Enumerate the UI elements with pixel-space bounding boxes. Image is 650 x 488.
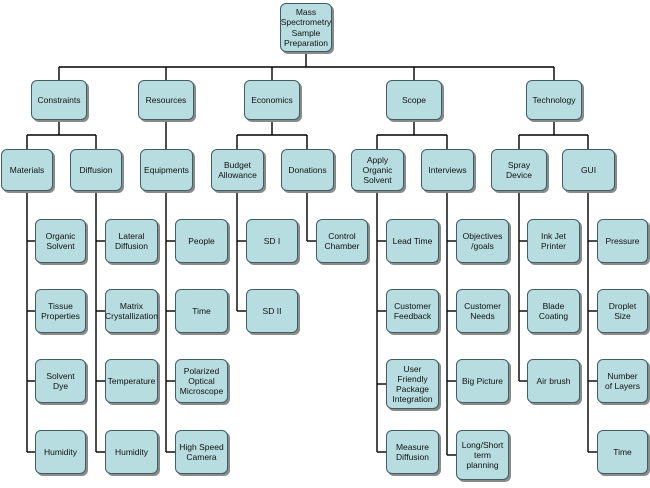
- node-leaf-number-of-layers: Number of Layers: [597, 359, 648, 403]
- node-leaf-temperature: Temperature: [105, 359, 158, 403]
- node-leaf-humidity-diffusion: Humidity: [105, 430, 158, 474]
- node-leaf-people: People: [175, 219, 228, 263]
- node-budget-allowance: Budget Allowance: [211, 149, 264, 191]
- node-leaf-tissue-properties: Tissue Properties: [35, 289, 86, 333]
- node-leaf-polarized-optical-microscope: Polarized Optical Microscope: [175, 359, 228, 403]
- node-leaf-sd-i: SD I: [246, 219, 298, 263]
- node-leaf-lead-time: Lead Time: [386, 219, 439, 263]
- node-leaf-time-equipments: Time: [175, 289, 228, 333]
- node-root: Mass Spectrometry Sample Preparation: [280, 3, 332, 52]
- node-leaf-humidity-materials: Humidity: [35, 430, 86, 474]
- node-donations: Donations: [281, 149, 334, 191]
- node-spray-device: Spray Device: [491, 149, 547, 191]
- node-leaf-ink-jet-printer: Ink Jet Printer: [527, 219, 580, 263]
- node-resources: Resources: [138, 80, 194, 120]
- node-leaf-customer-feedback: Customer Feedback: [386, 289, 439, 333]
- node-leaf-sd-ii: SD II: [246, 289, 298, 333]
- node-equipments: Equipments: [140, 149, 193, 191]
- node-apply-organic-solvent: Apply Organic Solvent: [351, 149, 404, 191]
- node-leaf-customer-needs: Customer Needs: [456, 289, 509, 333]
- node-leaf-measure-diffusion: Measure Diffusion: [386, 430, 439, 474]
- node-constraints: Constraints: [31, 80, 87, 120]
- node-leaf-high-speed-camera: High Speed Camera: [175, 430, 228, 474]
- node-leaf-droplet-size: Droplet Size: [597, 289, 648, 333]
- node-materials: Materials: [1, 149, 53, 191]
- node-gui: GUI: [562, 149, 615, 191]
- node-scope: Scope: [386, 80, 442, 120]
- node-leaf-matrix-crystallization: Matrix Crystallization: [105, 289, 158, 333]
- node-leaf-control-chamber: Control Chamber: [316, 219, 368, 263]
- node-diffusion: Diffusion: [70, 149, 122, 191]
- node-leaf-big-picture: Big Picture: [456, 359, 509, 403]
- node-technology: Technology: [526, 80, 582, 120]
- node-leaf-solvent-dye: Solvent Dye: [35, 359, 86, 403]
- node-leaf-lateral-diffusion: Lateral Diffusion: [105, 219, 158, 263]
- node-leaf-pressure: Pressure: [597, 219, 648, 263]
- node-leaf-air-brush: Air brush: [527, 359, 580, 403]
- node-leaf-long-short-term-planning: Long/Short term planning: [456, 430, 509, 480]
- node-leaf-time-gui: Time: [597, 430, 648, 474]
- node-leaf-blade-coating: Blade Coating: [527, 289, 580, 333]
- node-economics: Economics: [244, 80, 300, 120]
- node-leaf-user-friendly-package-integration: User Friendly Package Integration: [386, 359, 439, 409]
- node-leaf-objectives-goals: Objectives /goals: [456, 219, 509, 263]
- node-interviews: Interviews: [421, 149, 474, 191]
- node-leaf-organic-solvent: Organic Solvent: [35, 219, 86, 263]
